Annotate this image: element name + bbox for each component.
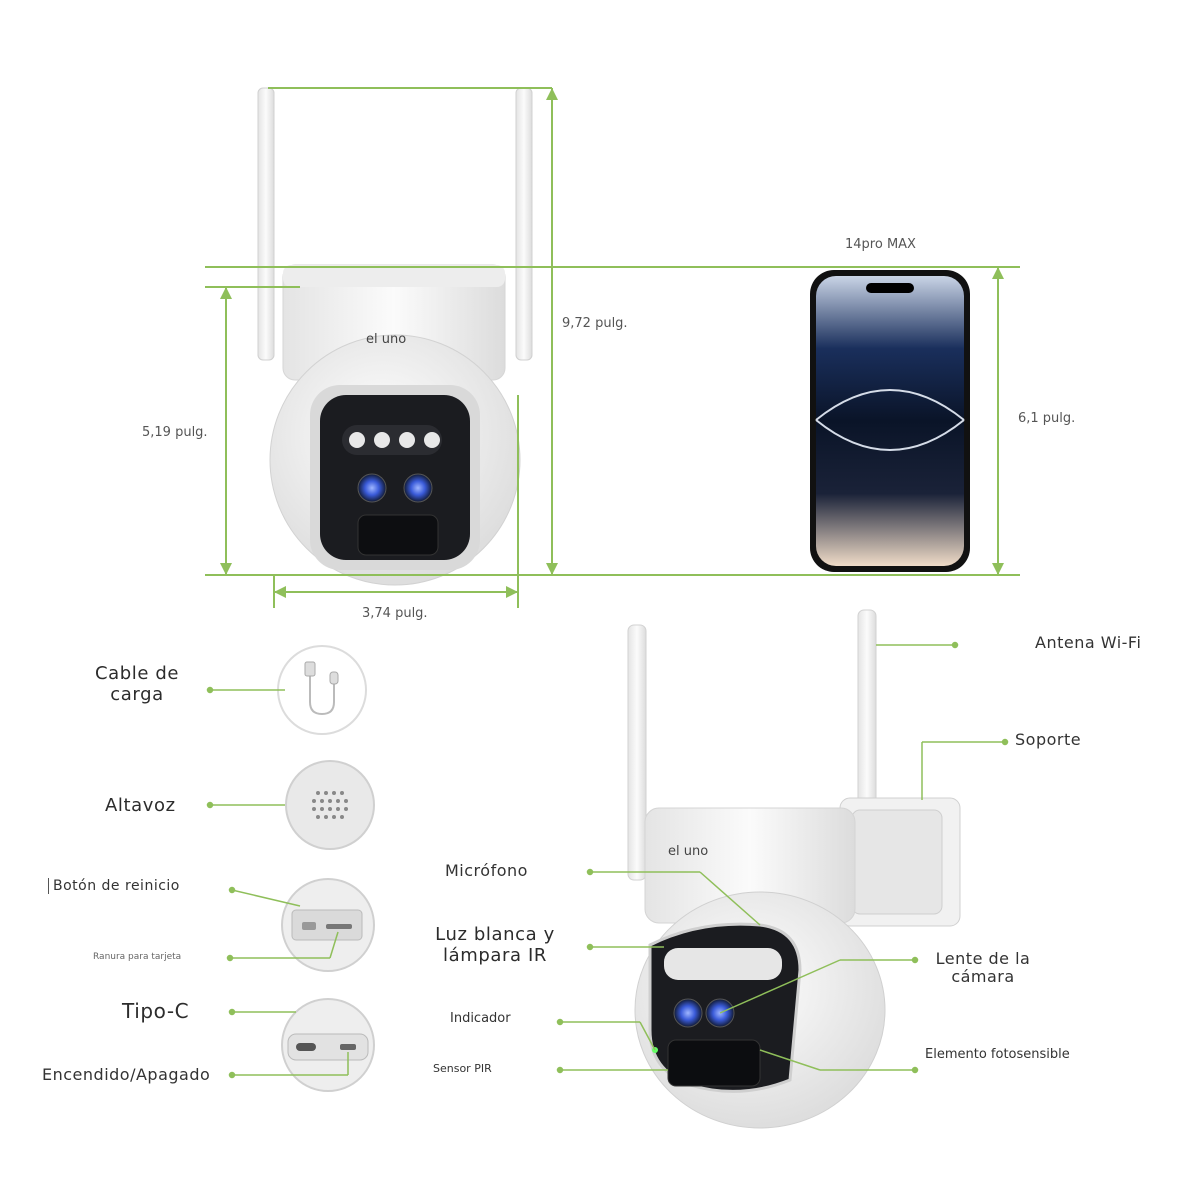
top-led-4 (424, 432, 440, 448)
support-label: Soporte (1015, 730, 1082, 749)
arrow-phone-bottom (992, 563, 1004, 575)
bottom-pir-sensor (667, 1039, 761, 1087)
arrow-phone-top (992, 267, 1004, 279)
arrow-width-left (274, 586, 286, 598)
phone-model-label: 14pro MAX (845, 237, 916, 252)
antenna-label: Antena Wi-Fi (1035, 633, 1142, 652)
accessory-circles (277, 645, 375, 1092)
bottom-light-bar (664, 948, 782, 980)
indicator-label: Indicador (450, 1011, 511, 1026)
top-antenna-right (515, 87, 533, 361)
arrow-total-bottom (546, 563, 558, 575)
top-led-3 (399, 432, 415, 448)
cable-label-line1: Cable de (94, 663, 180, 684)
top-camera-head-cap (283, 265, 505, 287)
phone-height-label: 6,1 pulg. (1018, 411, 1076, 426)
type-c-label: Tipo-C (122, 999, 190, 1023)
card-slot-label: Ranura para tarjeta (93, 952, 182, 962)
top-led-1 (349, 432, 365, 448)
body-height-label: 5,19 pulg. (142, 425, 208, 440)
top-led-strip (342, 425, 442, 455)
top-antenna-left (257, 87, 275, 361)
cable-icon (309, 672, 335, 716)
light-label-line2: lámpara IR (443, 944, 547, 966)
power-switch-icon (340, 1044, 356, 1050)
top-brand-logo: el uno (366, 332, 407, 347)
phone (810, 270, 970, 572)
reset-button-label: Botón de reinicio (48, 878, 180, 895)
usb-c-plug-icon (329, 671, 339, 685)
dimension-lines (205, 87, 1020, 608)
bottom-camera (627, 609, 961, 1129)
photosensitive-label: Elemento fotosensible (925, 1047, 1070, 1062)
arrow-body-bottom (220, 563, 232, 575)
light-label: Luz blanca y lámpara IR (425, 924, 565, 966)
phone-screen (816, 276, 964, 566)
light-label-line1: Luz blanca y (435, 924, 555, 945)
lens-label: Lente de la cámara (918, 949, 1048, 987)
parts-leaders (556, 641, 1009, 1074)
usb-a-plug-icon (304, 661, 316, 677)
arrow-width-right (506, 586, 518, 598)
type-c-port-icon (296, 1043, 316, 1051)
microphone-label: Micrófono (445, 861, 528, 880)
width-label: 3,74 pulg. (362, 606, 428, 621)
pir-label: Sensor PIR (433, 1062, 492, 1075)
top-lens-right (403, 473, 433, 503)
arrow-total-top (546, 88, 558, 100)
speaker-label: Altavoz (105, 795, 176, 816)
phone-wallpaper-arc-1 (815, 389, 965, 421)
bottom-antenna-left (627, 624, 647, 881)
arrow-body-top (220, 287, 232, 299)
total-height-label: 9,72 pulg. (562, 316, 628, 331)
lens-label-line1: Lente de la (935, 949, 1031, 968)
bottom-lens-left (673, 998, 703, 1028)
speaker-grille-icon (312, 791, 348, 819)
speaker-circle (285, 760, 375, 850)
top-led-2 (374, 432, 390, 448)
top-pir-sensor (357, 514, 439, 556)
card-slot-icon (326, 924, 352, 929)
accessory-leaders (206, 686, 349, 1079)
phone-wallpaper-arc-2 (815, 419, 965, 451)
bottom-brand-logo: el uno (668, 844, 709, 859)
cable-label: Cable de carga (82, 663, 192, 705)
cable-label-line2: carga (110, 683, 164, 705)
power-label: Encendido/Apagado (42, 1065, 211, 1084)
top-camera (257, 87, 533, 586)
phone-island (866, 283, 914, 293)
lens-label-line2: cámara (951, 967, 1015, 987)
cable-circle (277, 645, 367, 735)
dimension-arrows (220, 88, 1004, 598)
top-lens-left (357, 473, 387, 503)
reset-button-icon (302, 922, 316, 930)
bottom-support-inner (851, 809, 943, 915)
